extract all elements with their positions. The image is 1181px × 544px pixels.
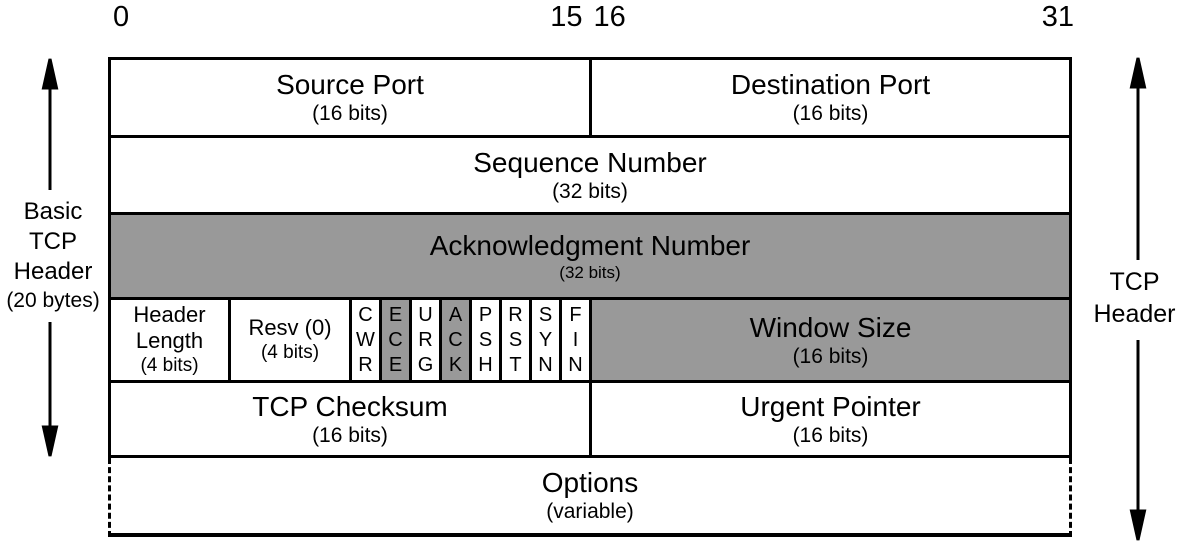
field-title: Acknowledgment Number xyxy=(429,230,751,261)
field-title: Destination Port xyxy=(730,69,931,100)
flag-letter: C xyxy=(388,328,403,351)
field-subtitle: (variable) xyxy=(546,500,634,523)
flag-letter: R xyxy=(358,353,373,376)
flag-letter: U xyxy=(418,303,433,326)
bit-ruler-0: 0 xyxy=(113,1,130,33)
field-urgent-pointer: Urgent Pointer (16 bits) xyxy=(592,383,1069,455)
field-title: Resv (0) xyxy=(248,315,332,340)
flag-rst: R S T xyxy=(502,300,532,380)
flag-cwr: C W R xyxy=(352,300,382,380)
flag-ece: E C E xyxy=(382,300,412,380)
field-subtitle: (32 bits) xyxy=(552,179,628,203)
flag-letter: C xyxy=(448,328,463,351)
label-line: Header xyxy=(1093,300,1176,328)
flag-letter: Y xyxy=(538,328,553,351)
field-acknowledgment-number: Acknowledgment Number (32 bits) xyxy=(111,215,1069,297)
field-subtitle: (16 bits) xyxy=(792,423,869,447)
flag-letter: G xyxy=(417,353,434,376)
field-title: Urgent Pointer xyxy=(740,390,921,422)
field-destination-port: Destination Port (16 bits) xyxy=(592,60,1069,135)
tcp-header-label: TCP Header xyxy=(1088,266,1181,330)
field-header-length: Header Length (4 bits) xyxy=(111,300,231,380)
bit-ruler-16: 16 xyxy=(593,1,626,33)
field-source-port: Source Port (16 bits) xyxy=(111,60,592,135)
field-subtitle: (4 bits) xyxy=(140,355,199,376)
field-title: Options xyxy=(541,467,639,498)
basic-tcp-header-label: Basic TCP Header (20 bytes) xyxy=(0,197,106,314)
bit-ruler-31: 31 xyxy=(1041,1,1074,33)
field-subtitle: (16 bits) xyxy=(792,102,869,125)
row-acknowledgment-number: Acknowledgment Number (32 bits) xyxy=(111,215,1069,300)
label-line: Basic xyxy=(23,198,83,225)
flag-letter: C xyxy=(358,303,373,326)
field-window-size: Window Size (16 bits) xyxy=(592,300,1069,380)
row-checksum-urgent: TCP Checksum (16 bits) Urgent Pointer (1… xyxy=(111,383,1069,455)
label-line: Header xyxy=(13,258,93,285)
bit-ruler-15: 15 xyxy=(550,1,583,33)
label-subtitle: (20 bytes) xyxy=(6,289,100,312)
field-title: Length xyxy=(135,328,204,353)
label-line: TCP xyxy=(29,228,77,255)
field-subtitle: (16 bits) xyxy=(312,102,388,125)
flag-letter: T xyxy=(509,353,522,376)
field-sequence-number: Sequence Number (32 bits) xyxy=(111,138,1069,212)
field-subtitle: (16 bits) xyxy=(312,423,388,447)
flag-psh: P S H xyxy=(472,300,502,380)
flag-syn: S Y N xyxy=(532,300,562,380)
field-title: Source Port xyxy=(276,69,424,100)
flag-letter: I xyxy=(572,328,579,351)
flag-ack: A C K xyxy=(442,300,472,380)
row-ports: Source Port (16 bits) Destination Port (… xyxy=(111,60,1069,138)
field-reserved: Resv (0) (4 bits) xyxy=(231,300,352,380)
flag-letter: R xyxy=(508,303,523,326)
field-title: Sequence Number xyxy=(473,146,707,178)
bit-ruler-mid: 15 16 xyxy=(438,1,738,33)
field-subtitle: (4 bits) xyxy=(260,342,320,363)
flag-urg: U R G xyxy=(412,300,442,380)
field-title: TCP Checksum xyxy=(252,390,448,422)
row-flags: Header Length (4 bits) Resv (0) (4 bits)… xyxy=(111,300,1069,383)
flag-letter: S xyxy=(478,328,493,351)
field-subtitle: (16 bits) xyxy=(792,344,869,368)
tcp-header-table: Source Port (16 bits) Destination Port (… xyxy=(108,57,1072,458)
flag-letter: R xyxy=(418,328,433,351)
flag-letter: N xyxy=(568,353,583,376)
flag-letter: N xyxy=(538,353,553,376)
field-subtitle: (32 bits) xyxy=(559,263,621,282)
flag-letter: P xyxy=(478,303,493,326)
flag-fin: F I N xyxy=(562,300,592,380)
label-line: TCP xyxy=(1109,268,1160,296)
flag-letter: S xyxy=(508,328,523,351)
flag-letter: K xyxy=(448,353,463,376)
flag-letter: S xyxy=(538,303,553,326)
field-options: Options (variable) xyxy=(108,458,1072,537)
flag-letter: H xyxy=(478,353,493,376)
flag-letter: W xyxy=(356,328,375,351)
flag-letter: F xyxy=(569,303,582,326)
row-sequence-number: Sequence Number (32 bits) xyxy=(111,138,1069,215)
field-title: Header xyxy=(133,302,206,327)
field-tcp-checksum: TCP Checksum (16 bits) xyxy=(111,383,592,455)
field-title: Window Size xyxy=(749,311,912,343)
flag-letter: E xyxy=(388,353,403,376)
flag-letter: A xyxy=(448,303,463,326)
flag-letter: E xyxy=(388,303,403,326)
